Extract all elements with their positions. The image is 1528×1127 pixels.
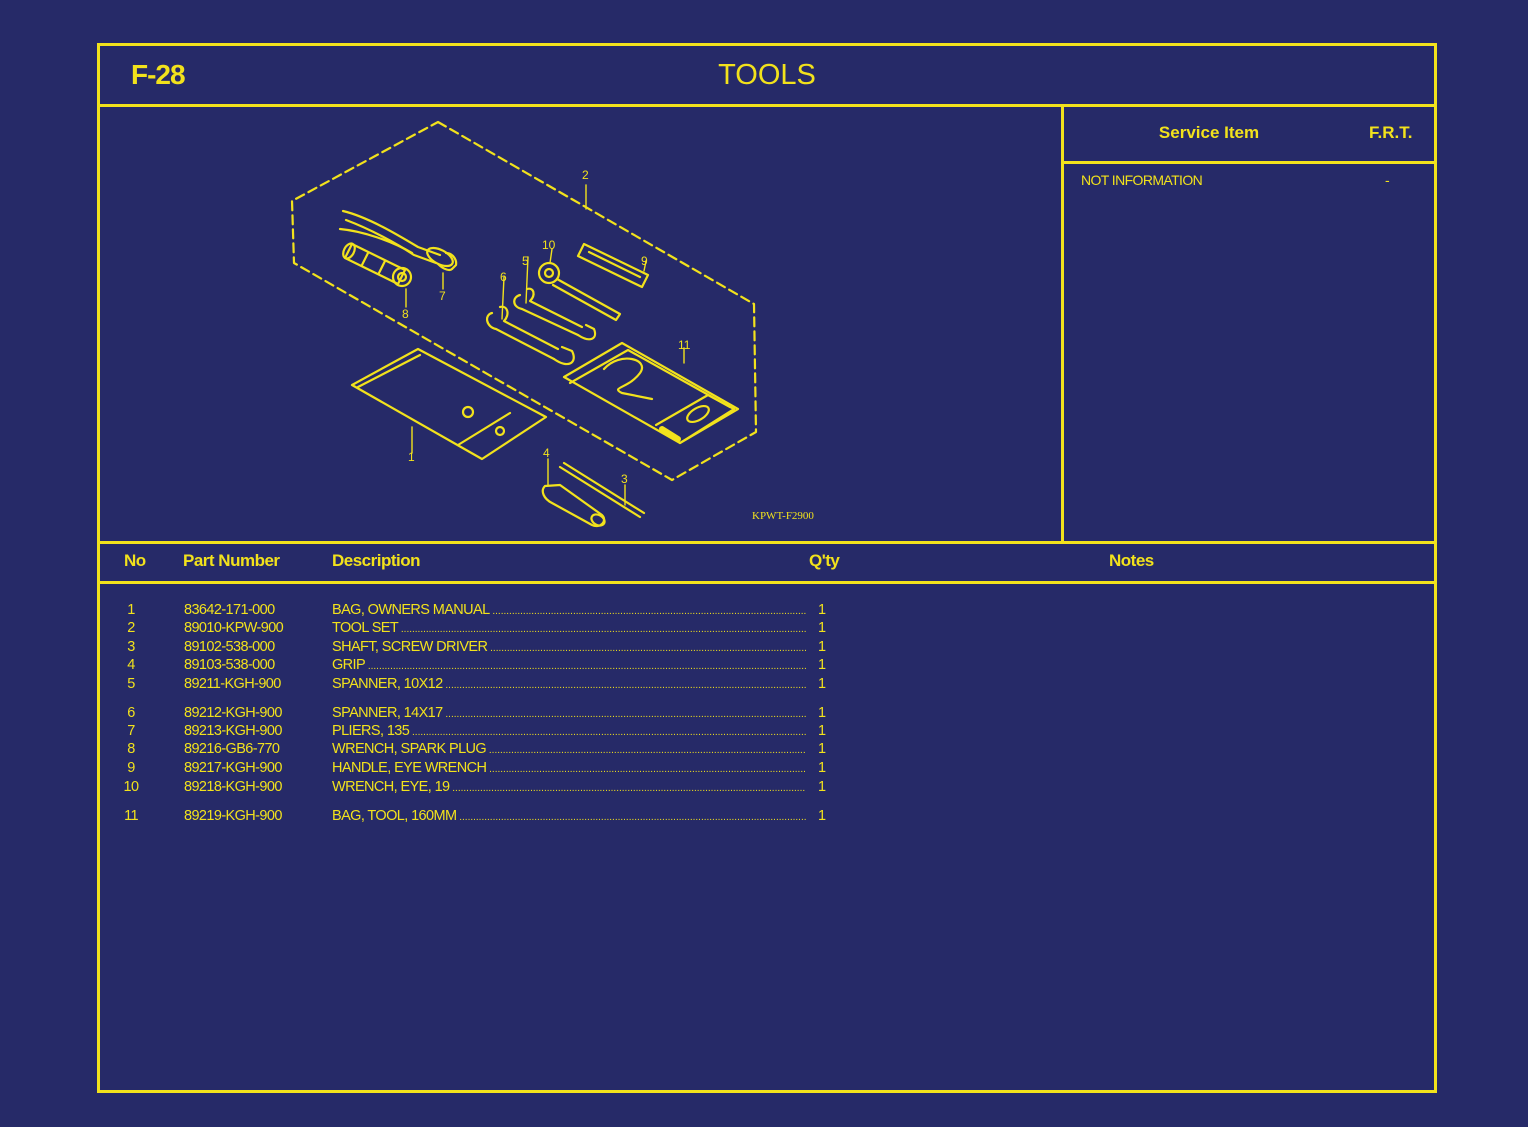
table-row: 5 89211-KGH-900 SPANNER, 10X12 1	[100, 676, 1434, 694]
row-qty: 1	[818, 723, 826, 739]
callout-2: 2	[582, 168, 589, 182]
row-part-number: 89102-538-000	[184, 639, 275, 655]
table-row: 3 89102-538-000 SHAFT, SCREW DRIVER 1	[100, 639, 1434, 657]
exploded-view-panel: 1 2 3 4 5 6 7 8 9 10 11 KPWT-F2900	[100, 107, 1064, 544]
owners-manual-bag-drawing	[350, 347, 548, 461]
row-description: BAG, OWNERS MANUAL	[332, 602, 806, 618]
row-qty: 1	[818, 620, 826, 636]
row-description: PLIERS, 135	[332, 723, 806, 739]
callout-10: 10	[542, 238, 556, 252]
service-item-row: NOT INFORMATION -	[1081, 172, 1421, 188]
row-part-number: 89217-KGH-900	[184, 760, 282, 776]
row-description: BAG, TOOL, 160MM	[332, 808, 806, 824]
service-item-header: Service Item F.R.T.	[1064, 107, 1434, 164]
callout-8: 8	[402, 307, 409, 321]
row-part-number: 89010-KPW-900	[184, 620, 284, 636]
service-item-panel: Service Item F.R.T. NOT INFORMATION -	[1064, 107, 1434, 544]
row-part-number: 89213-KGH-900	[184, 723, 282, 739]
callout-9: 9	[641, 254, 648, 268]
row-no: 4	[127, 657, 135, 673]
table-row: 7 89213-KGH-900 PLIERS, 135 1	[100, 723, 1434, 741]
callout-3: 3	[621, 472, 628, 486]
row-qty: 1	[818, 741, 826, 757]
tool-bag-drawing	[562, 341, 740, 445]
page-code: F-28	[131, 59, 186, 90]
row-no: 7	[127, 723, 135, 739]
page-title: TOOLS	[718, 59, 816, 91]
row-description: SPANNER, 14X17	[332, 705, 806, 721]
row-part-number: 89103-538-000	[184, 657, 275, 673]
row-description: GRIP	[332, 657, 806, 673]
tool-kit-diagram: 1 2 3 4 5 6 7 8 9 10 11 KPWT-F2900	[290, 120, 814, 528]
row-part-number: 83642-171-000	[184, 602, 275, 618]
col-part-number: Part Number	[183, 551, 280, 570]
callout-1: 1	[408, 450, 415, 464]
row-no: 11	[124, 808, 138, 824]
row-description: SPANNER, 10X12	[332, 676, 806, 692]
row-no: 6	[127, 705, 135, 721]
table-row: 6 89212-KGH-900 SPANNER, 14X17 1	[100, 705, 1434, 723]
row-qty: 1	[818, 602, 826, 618]
parts-sheet: F-28 TOOLS	[97, 43, 1437, 1093]
row-description: HANDLE, EYE WRENCH	[332, 760, 806, 776]
diagram-ref-code: KPWT-F2900	[752, 510, 814, 522]
parts-table-header: No Part Number Description Q'ty Notes	[100, 544, 1434, 584]
table-row: 8 89216-GB6-770 WRENCH, SPARK PLUG 1	[100, 741, 1434, 759]
row-description: SHAFT, SCREW DRIVER	[332, 639, 806, 655]
row-qty: 1	[818, 779, 826, 795]
eye-wrench-handle-drawing	[576, 242, 650, 289]
callout-7: 7	[439, 289, 446, 303]
service-item-text: NOT INFORMATION	[1081, 172, 1203, 188]
row-part-number: 89216-GB6-770	[184, 741, 280, 757]
screwdriver-drawing	[541, 461, 646, 528]
spark-plug-wrench-drawing	[342, 242, 413, 288]
row-qty: 1	[818, 760, 826, 776]
table-row: 9 89217-KGH-900 HANDLE, EYE WRENCH 1	[100, 760, 1434, 778]
table-row: 2 89010-KPW-900 TOOL SET 1	[100, 620, 1434, 638]
row-part-number: 89218-KGH-900	[184, 779, 282, 795]
row-description: WRENCH, SPARK PLUG	[332, 741, 806, 757]
row-no: 9	[127, 760, 135, 776]
row-no: 1	[127, 602, 135, 618]
col-description: Description	[332, 551, 421, 570]
service-item-column-label: Service Item	[1158, 123, 1260, 142]
row-description: TOOL SET	[332, 620, 806, 636]
table-row: 11 89219-KGH-900 BAG, TOOL, 160MM 1	[100, 808, 1434, 826]
row-qty: 1	[818, 705, 826, 721]
row-part-number: 89211-KGH-900	[184, 676, 281, 692]
table-row: 10 89218-KGH-900 WRENCH, EYE, 19 1	[100, 779, 1434, 797]
col-notes: Notes	[1109, 551, 1154, 570]
row-qty: 1	[818, 676, 826, 692]
eye-wrench-drawing	[537, 261, 622, 322]
row-no: 3	[127, 639, 135, 655]
row-qty: 1	[818, 657, 826, 673]
callout-11: 11	[678, 338, 691, 352]
callout-4: 4	[543, 446, 550, 460]
callout-labels: 1 2 3 4 5 6 7 8 9 10 11 KPWT-F2900	[402, 168, 814, 522]
sheet-header: F-28 TOOLS	[100, 46, 1434, 107]
col-qty: Q'ty	[809, 551, 840, 570]
row-no: 10	[123, 779, 140, 795]
tool-set-outline	[290, 120, 758, 482]
table-row: 4 89103-538-000 GRIP 1	[100, 657, 1434, 675]
row-part-number: 89219-KGH-900	[184, 808, 282, 824]
table-row: 1 83642-171-000 BAG, OWNERS MANUAL 1	[100, 602, 1434, 620]
callout-6: 6	[500, 270, 507, 284]
row-description: WRENCH, EYE, 19	[332, 779, 806, 795]
callout-leaders	[405, 184, 685, 506]
spanner-10x12-drawing	[513, 287, 597, 341]
col-no: No	[124, 551, 146, 570]
row-no: 2	[127, 620, 135, 636]
row-part-number: 89212-KGH-900	[184, 705, 282, 721]
row-no: 8	[127, 741, 135, 757]
row-qty: 1	[818, 639, 826, 655]
service-frt-value: -	[1385, 172, 1390, 188]
callout-5: 5	[522, 254, 529, 268]
row-no: 5	[127, 676, 135, 692]
frt-column-label: F.R.T.	[1369, 123, 1413, 142]
pliers-drawing	[338, 209, 458, 272]
row-qty: 1	[818, 808, 826, 824]
